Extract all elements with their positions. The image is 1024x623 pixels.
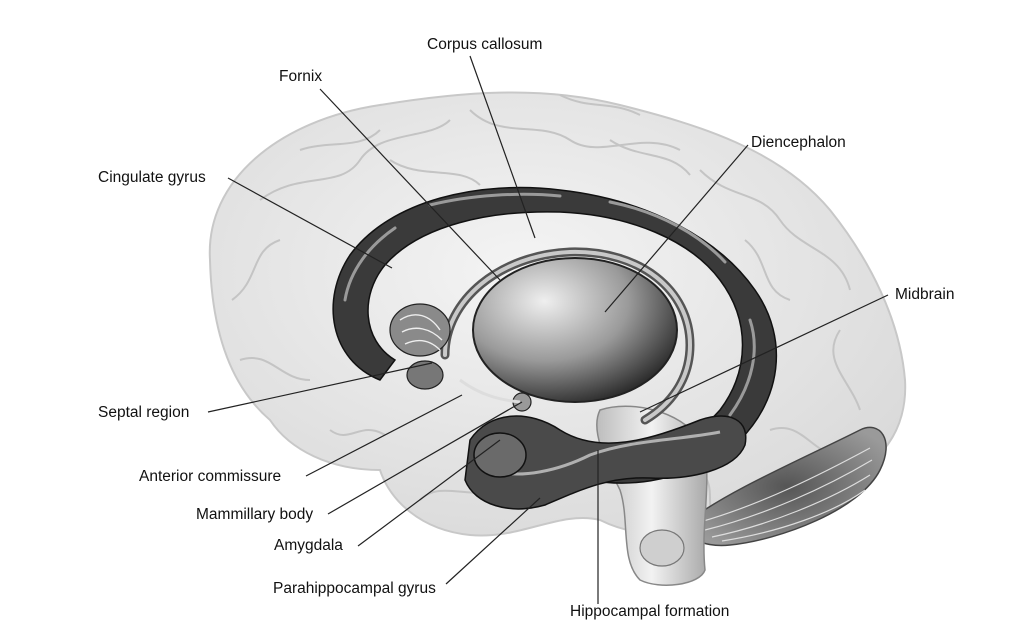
leader-cingulate-gyrus bbox=[227, 177, 393, 269]
label-midbrain: Midbrain bbox=[895, 286, 955, 303]
leader-fornix bbox=[319, 88, 501, 281]
label-cingulate-gyrus: Cingulate gyrus bbox=[98, 169, 206, 186]
leader-diencephalon bbox=[604, 144, 749, 313]
leader-corpus-callosum bbox=[469, 55, 536, 239]
label-fornix: Fornix bbox=[279, 68, 323, 85]
cerebellum bbox=[686, 426, 887, 547]
label-diencephalon: Diencephalon bbox=[751, 134, 846, 151]
fornix-highlight bbox=[443, 249, 693, 422]
label-septal-region: Septal region bbox=[98, 404, 190, 421]
leader-anterior-commissure bbox=[305, 394, 463, 477]
leader-lines bbox=[207, 55, 889, 604]
septal-structure bbox=[389, 303, 451, 357]
mammillothalamic-tract bbox=[459, 378, 521, 404]
label-hippocampal-formation: Hippocampal formation bbox=[570, 603, 730, 620]
leader-septal-region bbox=[207, 362, 433, 413]
anterior-commissure-shape bbox=[406, 360, 444, 390]
label-mammillary-body: Mammillary body bbox=[196, 506, 314, 523]
leader-amygdala bbox=[357, 439, 501, 547]
leader-parahippocampal-gyrus bbox=[445, 497, 541, 585]
cerebellum-folia bbox=[699, 447, 873, 542]
pons bbox=[639, 529, 685, 567]
label-anterior-commissure: Anterior commissure bbox=[139, 468, 282, 485]
amygdala-shape bbox=[473, 432, 527, 478]
septal-fibers bbox=[399, 314, 443, 351]
label-amygdala: Amygdala bbox=[274, 537, 343, 554]
diencephalon-shape bbox=[472, 257, 678, 403]
hippocampal-highlight bbox=[489, 430, 721, 476]
label-corpus-callosum: Corpus callosum bbox=[427, 36, 543, 53]
label-parahippocampal-gyrus: Parahippocampal gyrus bbox=[273, 580, 436, 597]
cingulate-highlights bbox=[343, 192, 756, 417]
leader-mammillary-body bbox=[327, 401, 523, 515]
leader-midbrain bbox=[639, 294, 889, 413]
